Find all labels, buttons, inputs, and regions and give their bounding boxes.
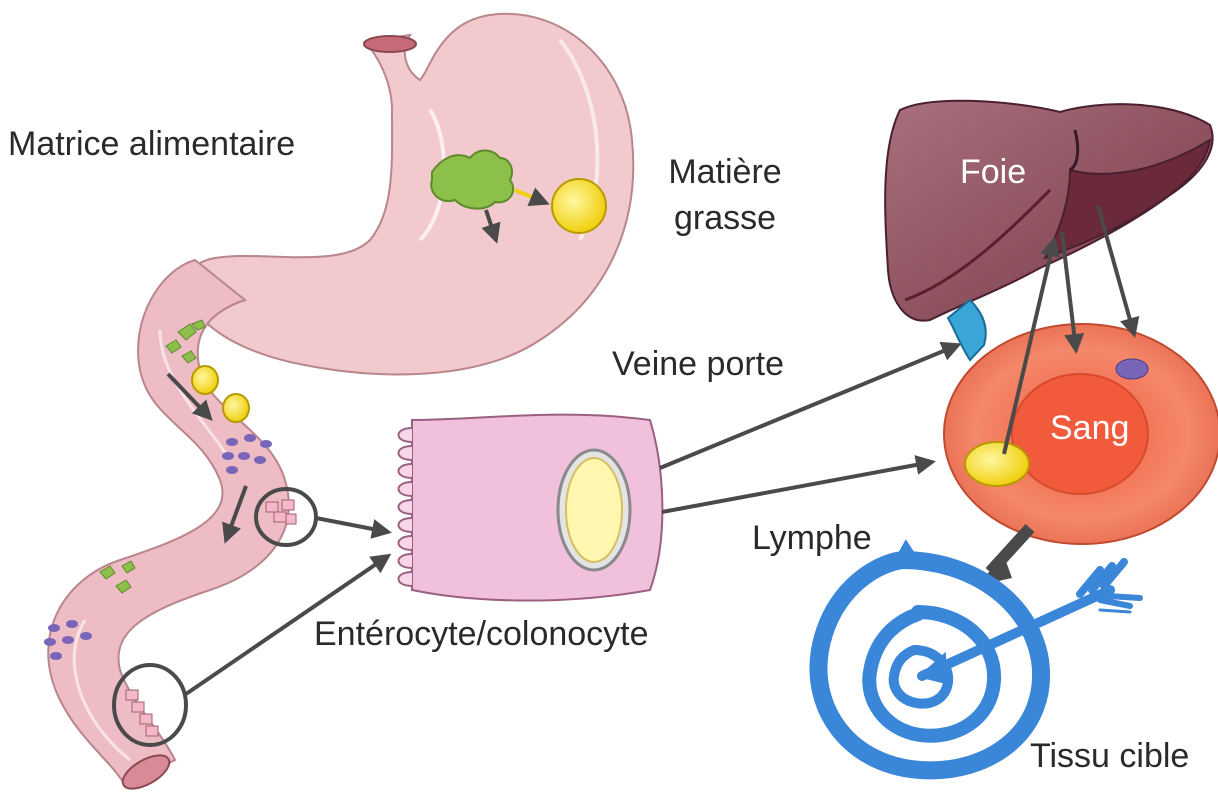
label-lymph: Lymphe [752,518,872,559]
label-food-matrix: Matrice alimentaire [8,124,295,165]
fat-droplet-intestine-2 [223,394,249,422]
label-blood: Sang [1050,408,1129,449]
label-portal-vein: Veine porte [612,344,784,385]
fat-droplet-stomach [552,179,606,233]
fat-droplet-intestine-1 [192,366,218,394]
enterocyte-cell [399,415,663,601]
label-fat-line2: grasse [655,198,795,239]
arrow-villi-to-cell-upper [316,518,388,532]
cell-lipid-droplet [566,458,622,562]
label-fat-line1: Matière [655,152,795,193]
arrow-cell-to-lymph [662,462,932,512]
label-liver: Foie [960,152,1026,193]
label-target-tissue: Tissu cible [1030,736,1189,777]
food-matrix [431,151,513,209]
blood-purple-particle [1116,359,1148,379]
liver [885,101,1212,321]
blood-fat-droplet [965,442,1029,486]
esophagus-opening [364,36,416,52]
label-enterocyte: Entérocyte/colonocyte [314,614,649,655]
